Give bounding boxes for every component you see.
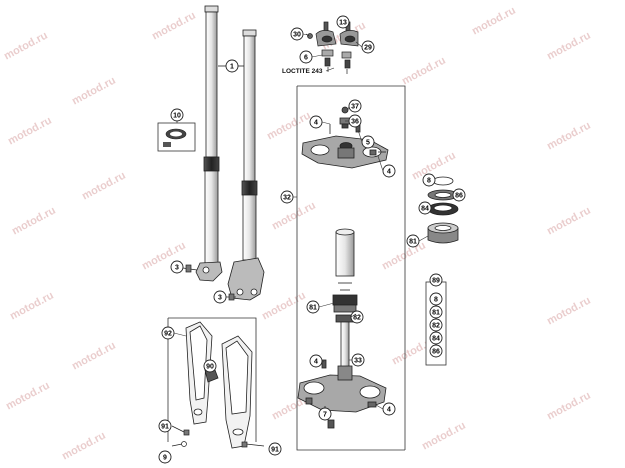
steering-stem	[332, 228, 358, 371]
svg-text:81: 81	[432, 310, 440, 317]
guard-bolts	[171, 425, 265, 448]
callout-1: 1	[225, 59, 239, 73]
fork-guard-left	[185, 321, 213, 425]
svg-text:81: 81	[409, 239, 417, 246]
svg-text:13: 13	[339, 20, 347, 27]
svg-text:29: 29	[364, 45, 372, 52]
cable-guide-box	[157, 122, 196, 152]
svg-text:5: 5	[366, 140, 370, 147]
callout-group: 1 3 3 10 30 13 29 6 37 36 4 5 4 32 8 86 …	[158, 15, 466, 464]
svg-text:92: 92	[164, 331, 172, 338]
callout-30: 30	[290, 27, 304, 41]
callout-8: 8	[422, 173, 436, 187]
callout-29: 29	[361, 40, 375, 54]
svg-text:86: 86	[455, 193, 463, 200]
bottom-triple-clamp	[297, 359, 387, 429]
callout-4d: 4	[382, 402, 396, 416]
svg-text:1: 1	[230, 64, 234, 71]
svg-text:84: 84	[432, 336, 440, 343]
callout-84: 84	[418, 201, 432, 215]
svg-text:36: 36	[351, 119, 359, 126]
loctite-label: LOCTITE 243	[282, 68, 323, 75]
svg-text:81: 81	[309, 305, 317, 312]
fork-leg-right	[227, 29, 265, 301]
svg-text:32: 32	[283, 195, 291, 202]
steering-assembly-frame	[296, 85, 406, 451]
callout-33: 33	[351, 353, 365, 367]
kit-list: 89 8 81 82 84 86	[429, 273, 443, 358]
handlebar-clamp	[305, 21, 359, 74]
callout-81a: 81	[406, 234, 420, 248]
callout-4a: 4	[309, 115, 323, 129]
kit-item: 81	[429, 305, 443, 319]
callout-86: 86	[452, 188, 466, 202]
kit-item: 89	[429, 273, 443, 287]
callout-32: 32	[280, 190, 294, 204]
svg-text:4: 4	[387, 169, 391, 176]
svg-text:4: 4	[314, 359, 318, 366]
svg-text:8: 8	[434, 297, 438, 304]
callout-9: 9	[158, 450, 172, 464]
svg-text:3: 3	[218, 295, 222, 302]
callout-3b: 3	[213, 290, 227, 304]
callout-36: 36	[348, 114, 362, 128]
svg-text:86: 86	[432, 349, 440, 356]
svg-text:4: 4	[314, 120, 318, 127]
callout-81b: 81	[306, 300, 320, 314]
callout-4b: 4	[382, 164, 396, 178]
callout-90: 90	[203, 359, 217, 373]
svg-text:10: 10	[173, 113, 181, 120]
callout-13: 13	[336, 15, 350, 29]
svg-text:8: 8	[427, 178, 431, 185]
bolt-icon	[182, 264, 236, 301]
svg-text:89: 89	[432, 278, 440, 285]
svg-text:9: 9	[163, 455, 167, 462]
kit-item: 8	[429, 292, 443, 306]
callout-4c: 4	[309, 354, 323, 368]
svg-text:7: 7	[323, 412, 327, 419]
callout-92: 92	[161, 326, 175, 340]
kit-item: 86	[429, 344, 443, 358]
svg-text:91: 91	[161, 424, 169, 431]
callout-37: 37	[348, 99, 362, 113]
callout-91b: 91	[268, 442, 282, 456]
bearing-set	[427, 176, 459, 244]
svg-text:82: 82	[353, 315, 361, 322]
callout-6: 6	[299, 50, 313, 64]
leader-lines	[173, 33, 429, 410]
callout-91a: 91	[158, 419, 172, 433]
svg-text:82: 82	[432, 323, 440, 330]
svg-text:30: 30	[293, 32, 301, 39]
svg-text:90: 90	[206, 364, 214, 371]
svg-text:6: 6	[304, 55, 308, 62]
svg-text:84: 84	[421, 206, 429, 213]
svg-text:37: 37	[351, 104, 359, 111]
kit-item: 84	[429, 331, 443, 345]
svg-text:33: 33	[354, 358, 362, 365]
callout-5: 5	[361, 135, 375, 149]
callout-3a: 3	[170, 260, 184, 274]
callout-7: 7	[318, 407, 332, 421]
svg-text:4: 4	[387, 407, 391, 414]
callout-10: 10	[170, 108, 184, 122]
fork-leg-left	[195, 5, 223, 282]
kit-item: 82	[429, 318, 443, 332]
svg-text:3: 3	[175, 265, 179, 272]
callout-82: 82	[350, 310, 364, 324]
svg-text:91: 91	[271, 447, 279, 454]
svg-text:.: .	[372, 154, 373, 158]
